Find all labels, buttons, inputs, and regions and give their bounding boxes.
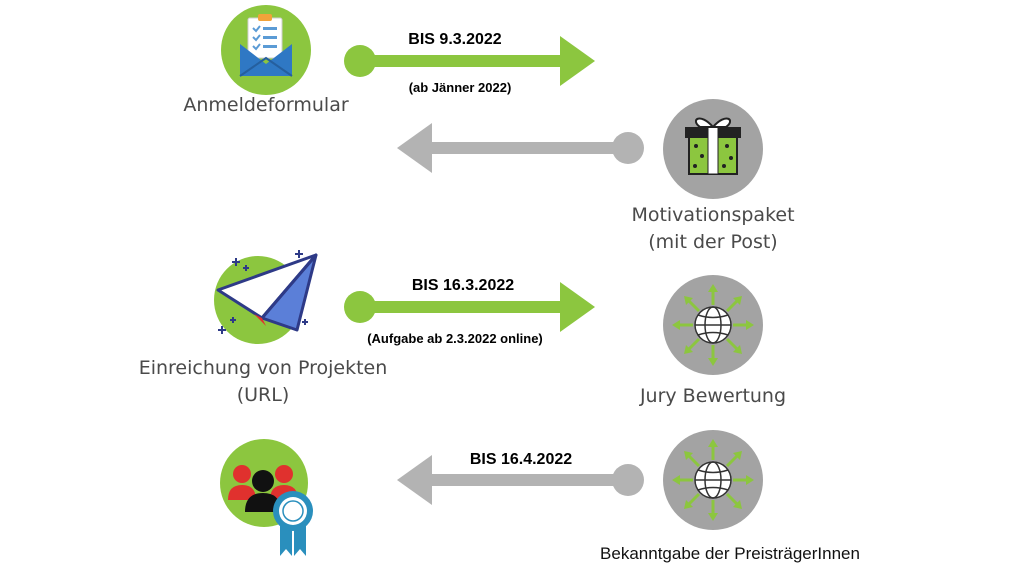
label-announcement: Bekanntgabe der PreisträgerInnen <box>600 544 860 563</box>
gift-box-icon <box>663 99 763 199</box>
deadline-registration: BIS 9.3.2022 <box>408 31 502 48</box>
deadline-announcement: BIS 16.4.2022 <box>469 451 573 468</box>
label-submission: Einreichung von Projekten (URL) <box>138 357 388 406</box>
arrow-submission-deadline <box>344 282 595 332</box>
arrow-registration-deadline <box>344 36 595 86</box>
award-people-icon <box>220 439 313 556</box>
globe-network-icon <box>663 430 763 530</box>
deadline-registration-note: (ab Jänner 2022) <box>408 80 512 95</box>
paper-plane-icon <box>214 250 318 344</box>
label-motivation: Motivationspaket (mit der Post) <box>631 204 795 253</box>
label-registration: Anmeldeformular <box>183 94 349 116</box>
clipboard-envelope-icon <box>221 5 311 95</box>
arrow-motivation-package <box>397 123 644 173</box>
globe-network-icon <box>663 275 763 375</box>
deadline-submission-note: (Aufgabe ab 2.3.2022 online) <box>367 331 543 346</box>
deadline-submission: BIS 16.3.2022 <box>411 277 515 294</box>
arrow-announcement-deadline <box>397 455 644 505</box>
label-jury: Jury Bewertung <box>639 385 787 407</box>
